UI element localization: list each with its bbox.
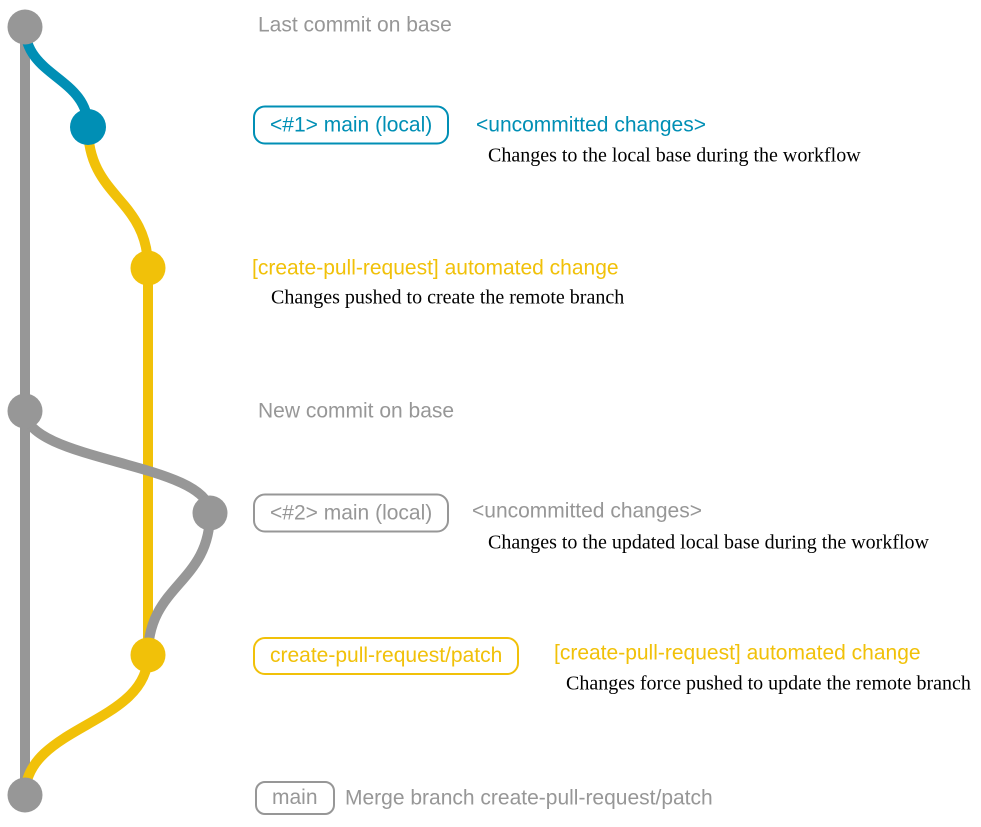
commit-dot-merge	[7, 777, 43, 813]
branch-tag-local-main-1: <#1> main (local)	[253, 105, 450, 145]
annotation-local-main-2: Changes to the updated local base during…	[488, 531, 929, 554]
commit-message-merge: Merge branch create-pull-request/patch	[345, 786, 713, 810]
annotation-local-main-1: Changes to the local base during the wor…	[488, 144, 861, 167]
commit-dot-local-main-2	[192, 495, 228, 531]
commit-dot-last-base	[7, 9, 43, 45]
commit-message-local-main-1: <uncommitted changes>	[476, 113, 706, 137]
commit-message-automated-change-1: [create-pull-request] automated change	[252, 256, 619, 280]
commit-dot-automated-change-1	[130, 250, 166, 286]
annotation-automated-change-1: Changes pushed to create the remote bran…	[271, 286, 625, 309]
annotation-automated-change-2: Changes force pushed to update the remot…	[566, 672, 971, 695]
commit-dot-local-main-1	[70, 109, 106, 145]
local-branch-curve-2	[20, 410, 216, 656]
commit-dot-automated-change-2	[130, 637, 166, 673]
branch-tag-local-main-2: <#2> main (local)	[253, 493, 450, 533]
branch-tag-patch: create-pull-request/patch	[253, 637, 520, 675]
commit-message-last-base: Last commit on base	[258, 13, 452, 37]
commit-message-new-base: New commit on base	[258, 399, 455, 423]
commit-message-local-main-2: <uncommitted changes>	[472, 499, 702, 523]
branch-tag-main: main	[255, 781, 335, 815]
commit-dot-new-base	[7, 393, 43, 429]
commit-message-automated-change-2: [create-pull-request] automated change	[554, 641, 921, 665]
